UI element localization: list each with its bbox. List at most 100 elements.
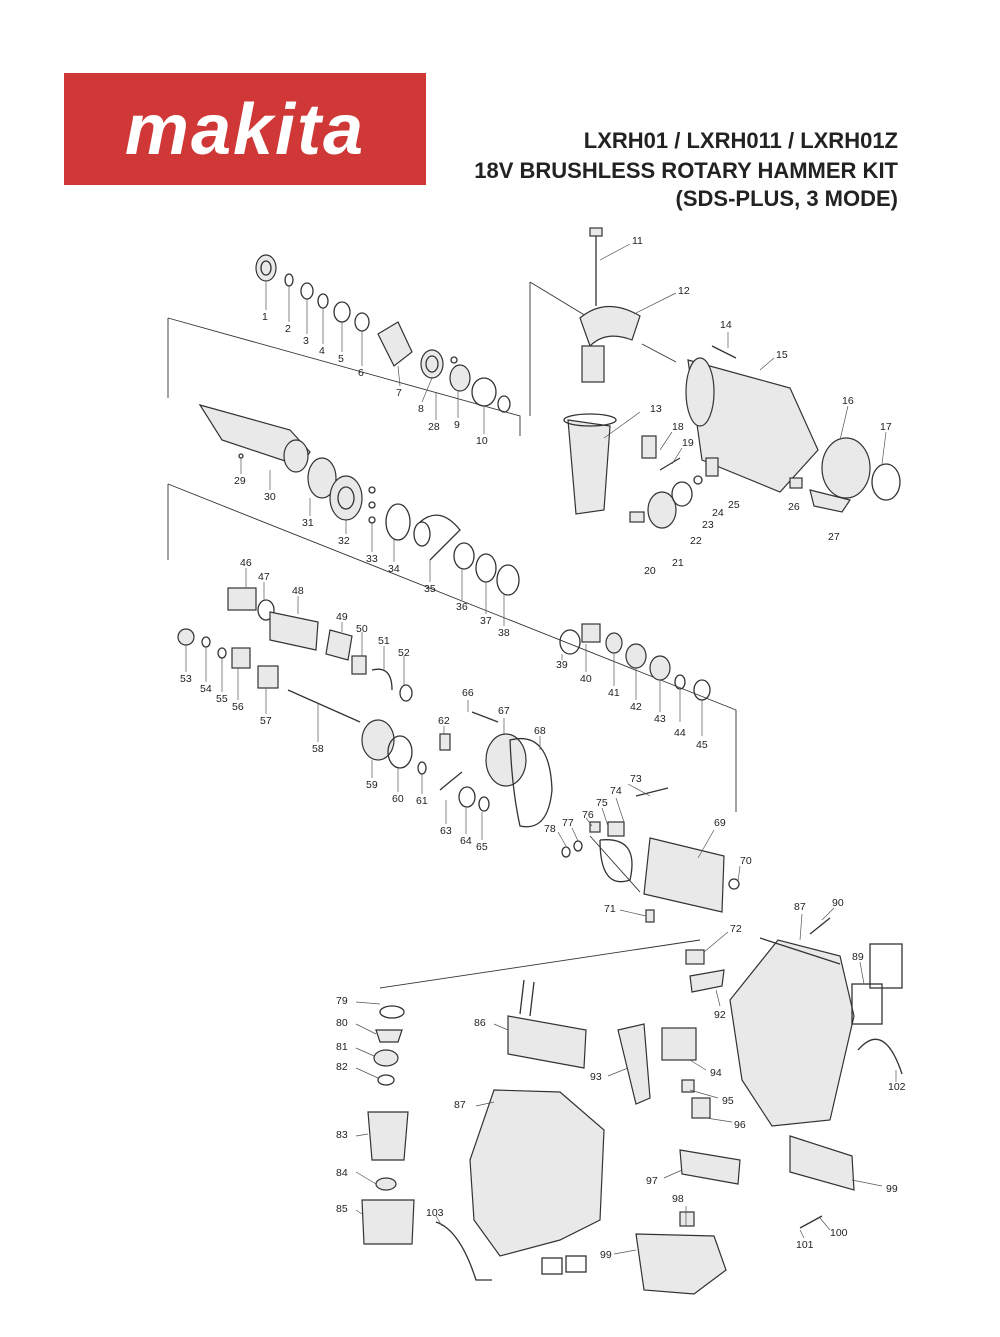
part-label: 66: [462, 687, 474, 699]
part-label: 24: [712, 507, 724, 519]
part-label: 13: [650, 403, 662, 415]
part-label: 85: [336, 1203, 348, 1215]
part-label: 40: [580, 673, 592, 685]
part-label: 95: [722, 1095, 734, 1107]
part-label: 38: [498, 627, 510, 639]
part-label: 19: [682, 437, 694, 449]
part-label: 71: [604, 903, 616, 915]
part-label: 27: [828, 531, 840, 543]
part-label: 65: [476, 841, 488, 853]
part-label: 28: [428, 421, 440, 433]
part-label: 70: [740, 855, 752, 867]
part-label: 7: [396, 387, 402, 399]
part-label: 9: [454, 419, 460, 431]
part-label: 11: [632, 235, 643, 247]
part-label: 53: [180, 673, 192, 685]
part-label: 18: [672, 421, 684, 433]
part-label: 22: [690, 535, 702, 547]
part-label: 48: [292, 585, 304, 597]
part-label: 94: [710, 1067, 722, 1079]
part-label: 57: [260, 715, 272, 727]
part-label: 103: [426, 1207, 444, 1219]
part-label: 72: [730, 923, 742, 935]
registered-mark: ®: [398, 106, 416, 124]
leader-lines: [185, 243, 897, 1255]
part-label: 41: [608, 687, 620, 699]
part-label: 37: [480, 615, 492, 627]
part-label: 33: [366, 553, 378, 565]
part-label: 74: [610, 785, 622, 797]
part-label: 89: [852, 951, 864, 963]
part-label: 35: [424, 583, 436, 595]
part-label: 100: [830, 1227, 848, 1239]
part-label: 73: [630, 773, 642, 785]
part-label: 16: [842, 395, 854, 407]
part-label: 43: [654, 713, 666, 725]
part-label: 87: [454, 1099, 466, 1111]
part-label: 90: [832, 897, 844, 909]
part-label: 51: [378, 635, 390, 647]
part-label: 62: [438, 715, 450, 727]
parts-group: [177, 227, 903, 1295]
part-label: 99: [886, 1183, 898, 1195]
part-label: 29: [234, 475, 246, 487]
part-label: 56: [232, 701, 244, 713]
part-label: 87: [794, 901, 806, 913]
part-label: 58: [312, 743, 324, 755]
part-label: 93: [590, 1071, 602, 1083]
makita-logo: makita: [64, 73, 426, 185]
part-label: 68: [534, 725, 546, 737]
assembly-frames: [167, 281, 737, 989]
part-label: 79: [336, 995, 348, 1007]
part-label: 6: [358, 367, 364, 379]
part-label: 64: [460, 835, 472, 847]
part-label: 63: [440, 825, 452, 837]
part-label: 82: [336, 1061, 348, 1073]
part-label: 81: [336, 1041, 348, 1053]
part-label: 4: [319, 345, 325, 357]
part-number-labels: 1 2 3 4 5 6 7 8 9 10 11 12 13 14 15 16 1…: [180, 235, 906, 1261]
part-label: 78: [544, 823, 556, 835]
logo-wordmark: makita: [124, 90, 366, 170]
part-label: 97: [646, 1175, 658, 1187]
part-label: 45: [696, 739, 708, 751]
part-label: 47: [258, 571, 270, 583]
part-label: 55: [216, 693, 228, 705]
part-label: 76: [582, 809, 594, 821]
part-label: 36: [456, 601, 468, 613]
part-label: 54: [200, 683, 212, 695]
part-label: 101: [796, 1239, 814, 1251]
part-label: 50: [356, 623, 368, 635]
part-label: 14: [720, 319, 732, 331]
model-numbers: LXRH01 / LXRH011 / LXRH01Z: [583, 128, 898, 153]
part-label: 34: [388, 563, 400, 575]
part-label: 39: [556, 659, 568, 671]
part-label: 17: [880, 421, 892, 433]
product-name: 18V BRUSHLESS ROTARY HAMMER KIT: [474, 158, 898, 183]
part-label: 42: [630, 701, 642, 713]
part-label: 32: [338, 535, 350, 547]
part-label: 75: [596, 797, 608, 809]
part-label: 15: [776, 349, 788, 361]
part-label: 92: [714, 1009, 726, 1021]
part-label: 30: [264, 491, 276, 503]
part-label: 21: [672, 557, 684, 569]
part-label: 102: [888, 1081, 906, 1093]
part-label: 60: [392, 793, 404, 805]
part-label: 23: [702, 519, 714, 531]
part-label: 67: [498, 705, 510, 717]
part-label: 2: [285, 323, 291, 335]
part-label: 20: [644, 565, 656, 577]
part-label: 52: [398, 647, 410, 659]
part-label: 80: [336, 1017, 348, 1029]
part-label: 61: [416, 795, 428, 807]
part-label: 8: [418, 403, 424, 415]
part-label: 31: [302, 517, 314, 529]
part-label: 84: [336, 1167, 348, 1179]
part-label: 46: [240, 557, 252, 569]
part-label: 77: [562, 817, 574, 829]
product-subtitle: (SDS-PLUS, 3 MODE): [675, 186, 898, 211]
part-label: 44: [674, 727, 686, 739]
part-label: 86: [474, 1017, 486, 1029]
